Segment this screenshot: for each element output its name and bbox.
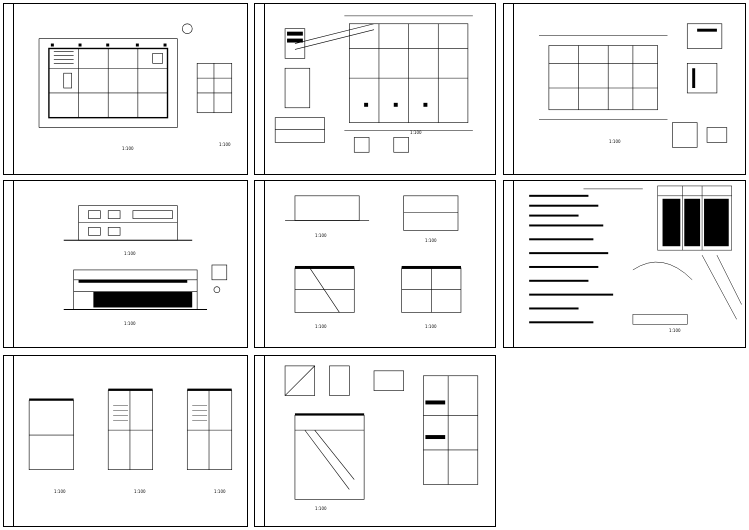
- stair-plan-drawing: [28, 388, 233, 470]
- scale-label: 1:100: [425, 238, 437, 243]
- title-strip: [4, 356, 14, 526]
- section-drawing: [285, 195, 462, 313]
- detail-drawing: [284, 365, 479, 500]
- scale-label: 1:100: [122, 146, 134, 151]
- floor-plan-drawing: [274, 15, 473, 153]
- drawing-sheet-1: 1:100 1:100: [3, 3, 248, 175]
- scale-label: 1:100: [315, 506, 327, 511]
- title-strip: [504, 181, 514, 347]
- title-strip: [255, 4, 265, 174]
- scale-label: 1:100: [124, 321, 136, 326]
- title-strip: [255, 356, 265, 526]
- scale-label: 1:100: [425, 324, 437, 329]
- scale-label: 1:100: [134, 489, 146, 494]
- scale-label: 1:100: [219, 142, 231, 147]
- drawing-sheet-2: 1:100: [254, 3, 496, 175]
- notes-and-schedule: [529, 185, 742, 325]
- title-strip: [504, 4, 514, 174]
- scale-label: 1:100: [669, 328, 681, 333]
- drawing-sheet-3: 1:100: [503, 3, 746, 175]
- scale-label: 1:100: [410, 130, 422, 135]
- title-strip: [4, 181, 14, 347]
- title-strip: [4, 4, 14, 174]
- scale-label: 1:100: [315, 324, 327, 329]
- scale-label: 1:100: [124, 251, 136, 256]
- drawing-sheet-7: 1:100 1:100 1:100: [3, 355, 248, 527]
- floor-plan-drawing: [38, 23, 233, 128]
- roof-plan-drawing: [539, 23, 728, 148]
- elevation-drawing: [63, 205, 228, 310]
- scale-label: 1:100: [315, 233, 327, 238]
- drawing-sheet-4: 1:100 1:100: [3, 180, 248, 348]
- scale-label: 1:100: [54, 489, 66, 494]
- scale-label: 1:100: [214, 489, 226, 494]
- scale-label: 1:100: [609, 139, 621, 144]
- drawing-sheet-8: 1:100: [254, 355, 496, 527]
- drawing-sheet-6: 1:100: [503, 180, 746, 348]
- title-strip: [255, 181, 265, 347]
- drawing-sheet-5: 1:100 1:100 1:100 1:100: [254, 180, 496, 348]
